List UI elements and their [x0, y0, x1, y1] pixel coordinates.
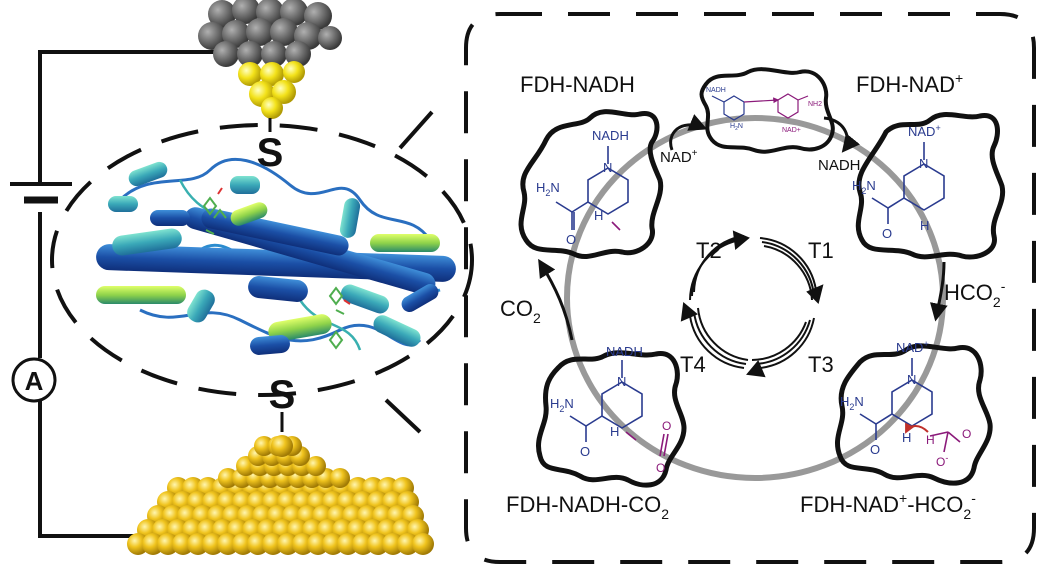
co2-out-label: CO2: [500, 296, 541, 326]
co2-o-top: O: [662, 419, 671, 433]
catalytic-cycle-zoom-box: [464, 12, 1036, 564]
state-fdh-nadh-co2-label: FDH-NADH-CO2: [506, 492, 669, 522]
enzyme-pocket-fdh-nadh-co2: [536, 350, 687, 488]
battery-icon: [10, 182, 72, 204]
protein-highlight-ellipse: [50, 123, 474, 397]
ammeter-icon: A: [11, 357, 57, 403]
h-atom-br: H: [902, 430, 911, 445]
o-atom-br: O: [870, 442, 880, 457]
fdh-protein-structure: [96, 157, 456, 355]
transition-t2-label: T2: [696, 238, 722, 263]
sulfur-top-label: S: [257, 131, 284, 175]
electrical-circuit: [38, 50, 232, 538]
transfer-nh2-label: NH2: [808, 101, 822, 108]
rotation-arrows-icon: [680, 230, 824, 378]
nadh-label-tl: NADH: [592, 128, 629, 143]
h-atom-tr: H: [920, 218, 929, 233]
enzyme-pocket-hydride-transfer: [699, 67, 835, 154]
state-fdh-nad-label: FDH-NAD+: [856, 70, 963, 97]
catalytic-cycle-ring: [564, 115, 946, 481]
wire-bottom: [38, 398, 160, 538]
gold-atom: [218, 468, 238, 488]
gold-atom: [306, 456, 326, 476]
enzyme-pocket-fdh-nad: [855, 112, 1006, 260]
ammeter-label: A: [25, 366, 44, 396]
hco2-in-label: HCO2-: [944, 278, 1006, 310]
nadh-co2-molecule-bottom-left: [569, 360, 669, 457]
hydride-transfer-arrow-red: [905, 422, 929, 434]
zoom-line-bottom: [384, 398, 422, 434]
nad-molecule-top-right: [871, 142, 945, 224]
gold-atom: [254, 436, 274, 456]
nadh-out-label: NADH: [818, 157, 861, 174]
n-atom-tl: N: [603, 160, 612, 175]
h-atom-bl: H: [610, 424, 619, 439]
h2n-tl: H2N: [536, 180, 560, 198]
transfer-nad-label: NAD+: [782, 127, 801, 134]
transfer-nadh-label: NADH: [706, 87, 726, 94]
h-atom-tl: H: [594, 208, 603, 223]
nad-plus-in-label: NAD+: [660, 148, 698, 166]
formate-o: O: [962, 427, 971, 441]
gold-atom: [412, 533, 434, 555]
transition-t4-label: T4: [680, 352, 706, 377]
hco2-binding-arrow: [929, 261, 948, 322]
gold-atom: [271, 435, 293, 457]
gold-atom: [330, 468, 350, 488]
formate-h: H: [926, 433, 935, 447]
gold-substrate: [127, 435, 434, 555]
co2-o-bottom: O: [656, 461, 665, 475]
h2n-br: H2N: [840, 394, 864, 412]
h2n-bl: H2N: [550, 396, 574, 414]
sulfur-bottom-label: S: [269, 373, 296, 417]
nad-label-tr: NAD+: [908, 123, 941, 139]
co2-release-arrow: [538, 258, 574, 341]
n-atom-tr: N: [919, 156, 928, 171]
nad-binding-arrow: [669, 114, 708, 151]
nadh-molecule-top-left: [555, 146, 629, 231]
n-atom-bl: N: [617, 374, 626, 389]
formate-o-minus: O-: [936, 453, 948, 469]
enzyme-pocket-fdh-nadh: [518, 109, 664, 259]
nad-label-br: NAD+: [896, 339, 929, 355]
transfer-h2n-label: H2N: [730, 123, 743, 132]
hydride-transfer-complex: [711, 93, 809, 121]
transition-t1-label: T1: [808, 238, 834, 263]
nadh-label-bl: NADH: [606, 344, 643, 359]
zoom-line-top: [398, 110, 434, 150]
state-fdh-nadh-label: FDH-NADH: [520, 72, 635, 97]
o-atom-bl: O: [580, 444, 590, 459]
n-atom-br: N: [907, 372, 916, 387]
stm-tip: [198, 0, 342, 119]
o-atom-tr: O: [882, 226, 892, 241]
state-fdh-nad-hco2-label: FDH-NAD+-HCO2-: [800, 490, 976, 522]
wire-top: [38, 50, 232, 182]
enzyme-pocket-fdh-nad-hco2: [835, 343, 993, 486]
o-atom-tl: O: [566, 232, 576, 247]
transition-t3-label: T3: [808, 352, 834, 377]
h2n-tr: H2N: [852, 178, 876, 196]
